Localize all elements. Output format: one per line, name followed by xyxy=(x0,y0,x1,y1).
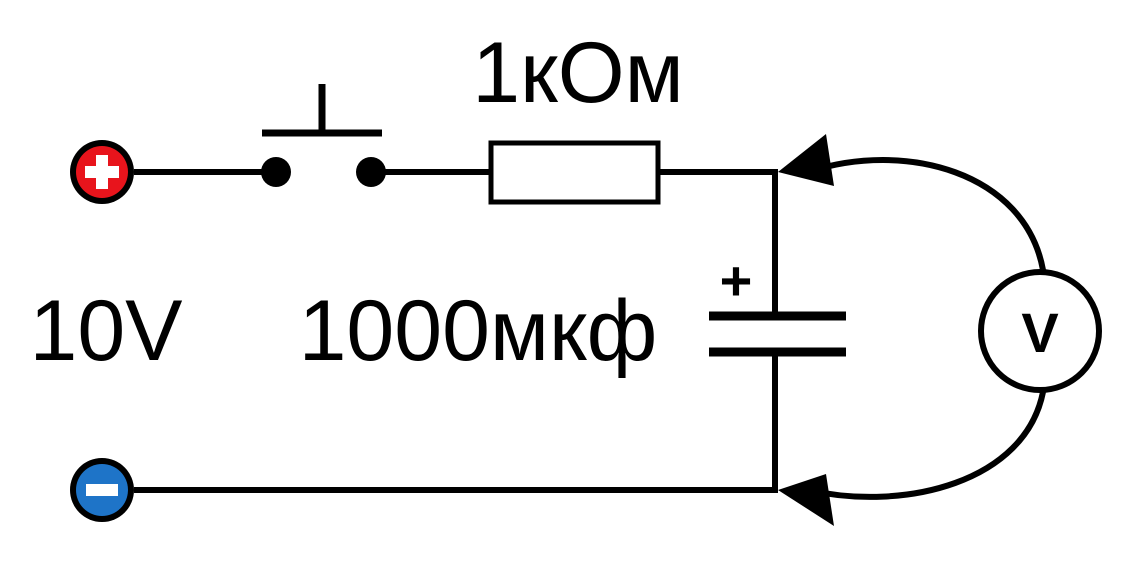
voltmeter-leads xyxy=(807,157,1046,500)
positive-terminal xyxy=(70,140,134,204)
capacitor-label: 1000мкф xyxy=(299,283,658,379)
voltmeter-symbol: V xyxy=(1021,301,1058,364)
voltmeter-body xyxy=(978,269,1102,393)
arrow-head-bottom xyxy=(778,474,834,526)
voltmeter: V xyxy=(978,269,1102,393)
wires xyxy=(134,169,778,493)
plus-icon xyxy=(85,155,119,189)
capacitor: + xyxy=(709,249,846,357)
resistor-label: 1кОм xyxy=(472,25,683,121)
switch-contact-left xyxy=(261,157,291,187)
capacitor-polarity-mark: + xyxy=(720,249,753,312)
negative-terminal xyxy=(70,458,134,522)
voltmeter-lead-bottom xyxy=(807,391,1046,500)
switch-contact-right xyxy=(356,157,386,187)
resistor-body xyxy=(488,140,661,205)
voltage-label: 10V xyxy=(29,283,182,379)
minus-icon xyxy=(86,484,118,496)
push-button-switch xyxy=(261,84,386,187)
voltmeter-lead-top xyxy=(807,157,1046,271)
arrow-head-top xyxy=(778,134,834,186)
